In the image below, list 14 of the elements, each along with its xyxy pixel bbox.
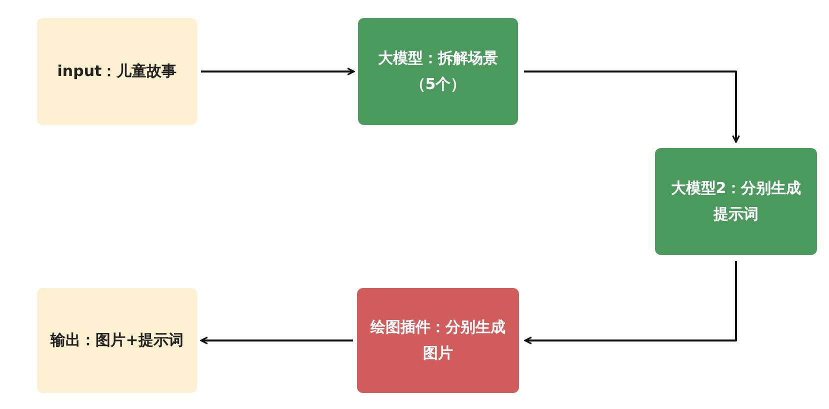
arrow (524, 70, 740, 143)
process-box (358, 18, 518, 125)
node-label: 大模型2：分别生成提示词 (670, 178, 802, 224)
arrow (524, 261, 737, 344)
process-box (37, 18, 197, 125)
node-label: 输出：图片+提示词 (50, 330, 184, 351)
process-box (37, 288, 197, 393)
node-label: 大模型：拆解场景（5个） (377, 48, 499, 94)
node-label: input：儿童故事 (57, 60, 177, 82)
process-box (357, 288, 519, 393)
process-box (655, 148, 817, 255)
node-label: 绘图插件：分别生成图片 (369, 317, 506, 364)
arrow (201, 68, 355, 76)
arrow (200, 336, 353, 344)
